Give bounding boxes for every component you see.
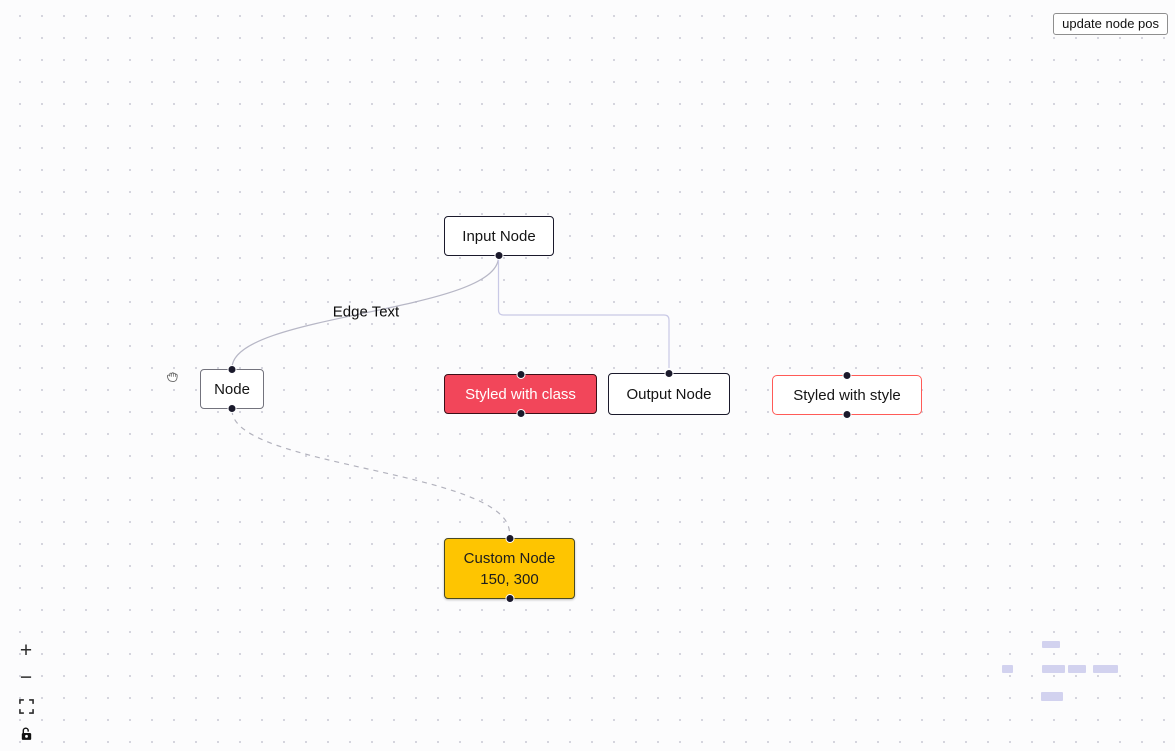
edge-input-to-output[interactable] (497, 257, 670, 368)
target-handle[interactable] (228, 366, 236, 373)
source-handle[interactable] (506, 595, 513, 602)
minus-icon: − (19, 666, 33, 689)
node-output-label: Output Node (626, 385, 712, 403)
fit-view-button[interactable] (17, 697, 35, 715)
source-handle[interactable] (843, 411, 851, 418)
minimap-node-custom (1041, 692, 1063, 701)
target-handle[interactable] (517, 371, 524, 378)
minimap-node-styled-with-style (1093, 665, 1118, 673)
minimap-node-input (1042, 641, 1060, 648)
minimap-node-styled-with-class (1042, 665, 1065, 673)
node-default-label: Node (214, 380, 250, 398)
edge-text-label[interactable]: Edge Text (332, 303, 400, 321)
node-styled-with-class-label: Styled with class (465, 385, 576, 403)
node-custom[interactable]: Custom Node 150, 300 (444, 535, 575, 602)
grab-cursor-icon (166, 372, 178, 382)
node-styled-with-style[interactable]: Styled with style (772, 372, 922, 418)
target-handle[interactable] (843, 372, 851, 379)
node-output[interactable]: Output Node (608, 370, 730, 415)
node-styled-with-style-label: Styled with style (793, 386, 901, 404)
minimap[interactable] (975, 600, 1175, 751)
update-node-pos-button[interactable]: update node pos (1053, 13, 1168, 35)
node-input-label: Input Node (462, 227, 536, 245)
node-default[interactable]: Node (200, 366, 264, 412)
node-custom-label-line2: 150, 300 (480, 570, 539, 588)
minimap-node-default (1002, 665, 1013, 673)
unlock-icon (21, 726, 31, 740)
source-handle[interactable] (517, 410, 524, 417)
target-handle[interactable] (506, 535, 513, 542)
source-handle[interactable] (495, 252, 503, 259)
plus-icon: + (19, 639, 33, 662)
edge-input-to-node[interactable] (231, 256, 500, 369)
target-handle[interactable] (665, 370, 673, 377)
edge-node-to-custom[interactable] (231, 409, 511, 534)
zoom-out-button[interactable]: − (17, 666, 35, 689)
node-custom-label-line1: Custom Node (463, 549, 556, 567)
source-handle[interactable] (228, 405, 236, 412)
node-input[interactable]: Input Node (444, 216, 554, 259)
minimap-node-output (1068, 665, 1086, 673)
fit-view-icon (18, 698, 34, 714)
node-styled-with-class[interactable]: Styled with class (444, 371, 597, 417)
zoom-in-button[interactable]: + (17, 639, 35, 662)
interactivity-toggle-button[interactable] (17, 724, 35, 742)
